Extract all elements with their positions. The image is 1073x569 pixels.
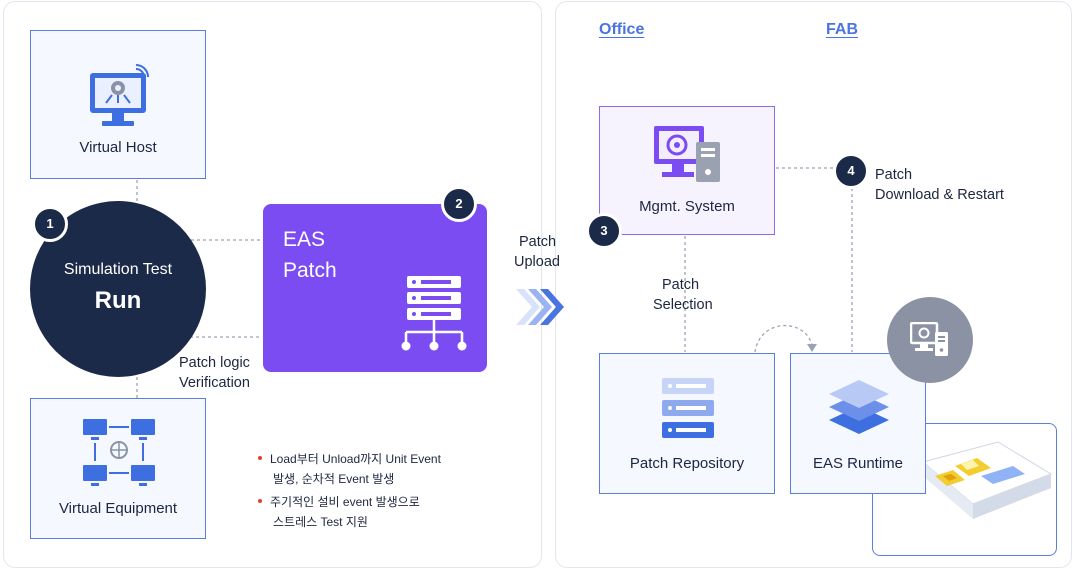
eas-patch-title-2: Patch [283,259,337,282]
step-badge-2: 2 [441,186,477,222]
eas-patch-box: EAS Patch [263,204,487,372]
server-stack-icon [662,378,714,438]
chevron-arrows-icon [516,289,564,325]
virtual-host-box: Virtual Host [30,30,206,179]
patch-download-label-1: Patch [875,167,913,183]
note-2-line-2: 스트레스 Test 지원 [273,515,368,529]
note-1-line-1: Load부터 Unload까지 Unit Event [270,452,441,466]
mgmt-to-runtime-line [776,167,853,352]
simulation-test-circle: Simulation Test Run [30,201,206,377]
eas-runtime-label: EAS Runtime [812,455,904,472]
note-item-2: 주기적인 설비 event 발생으로 스트레스 Test 지원 [258,492,420,532]
fab-header: FAB [826,21,858,38]
runtime-computer-circle [887,297,973,383]
note-1-line-2: 발생, 순차적 Event 발생 [273,472,395,486]
fab-equipment-illustration [921,441,1053,519]
layers-icon [829,380,889,434]
eas-runtime-box: EAS Runtime [790,353,926,494]
patch-logic-label: Patch logic [179,355,250,371]
computer-icon [910,322,948,356]
verification-label: Verification [179,375,250,391]
eas-patch-title-1: EAS [283,228,326,251]
patch-upload-label-2: Upload [514,254,560,270]
simulation-test-label: Simulation Test [63,261,173,278]
step-badge-3: 3 [586,213,622,249]
office-header: Office [599,21,645,38]
patch-selection-label-1: Patch [662,277,700,293]
mgmt-system-label: Mgmt. System [639,198,735,215]
note-2-line-1: 주기적인 설비 event 발생으로 [270,495,420,509]
virtual-equipment-label: Virtual Equipment [58,500,178,517]
server-network-icon [401,276,467,351]
repository-to-runtime-arc [754,324,813,353]
monitor-gear-icon [90,64,149,126]
step-badge-4: 4 [833,153,869,189]
patch-repository-label: Patch Repository [629,455,745,472]
run-label: Run [94,287,142,314]
mgmt-system-box: Mgmt. System [599,106,775,235]
patch-selection-label-2: Selection [653,297,713,313]
virtual-equipment-box: Virtual Equipment [30,398,206,539]
arc-arrowhead [807,344,817,352]
computer-tower-icon [654,126,720,182]
patch-download-label-2: Download & Restart [875,187,1004,203]
patch-repository-box: Patch Repository [599,353,775,494]
bullet-icon [258,498,262,503]
virtual-host-label: Virtual Host [79,139,157,156]
network-monitors-icon [83,419,155,486]
step-badge-1: 1 [32,206,68,242]
bullet-icon [258,455,262,460]
patch-upload-label-1: Patch [519,234,557,250]
note-item-1: Load부터 Unload까지 Unit Event 발생, 순차적 Event… [258,449,441,489]
